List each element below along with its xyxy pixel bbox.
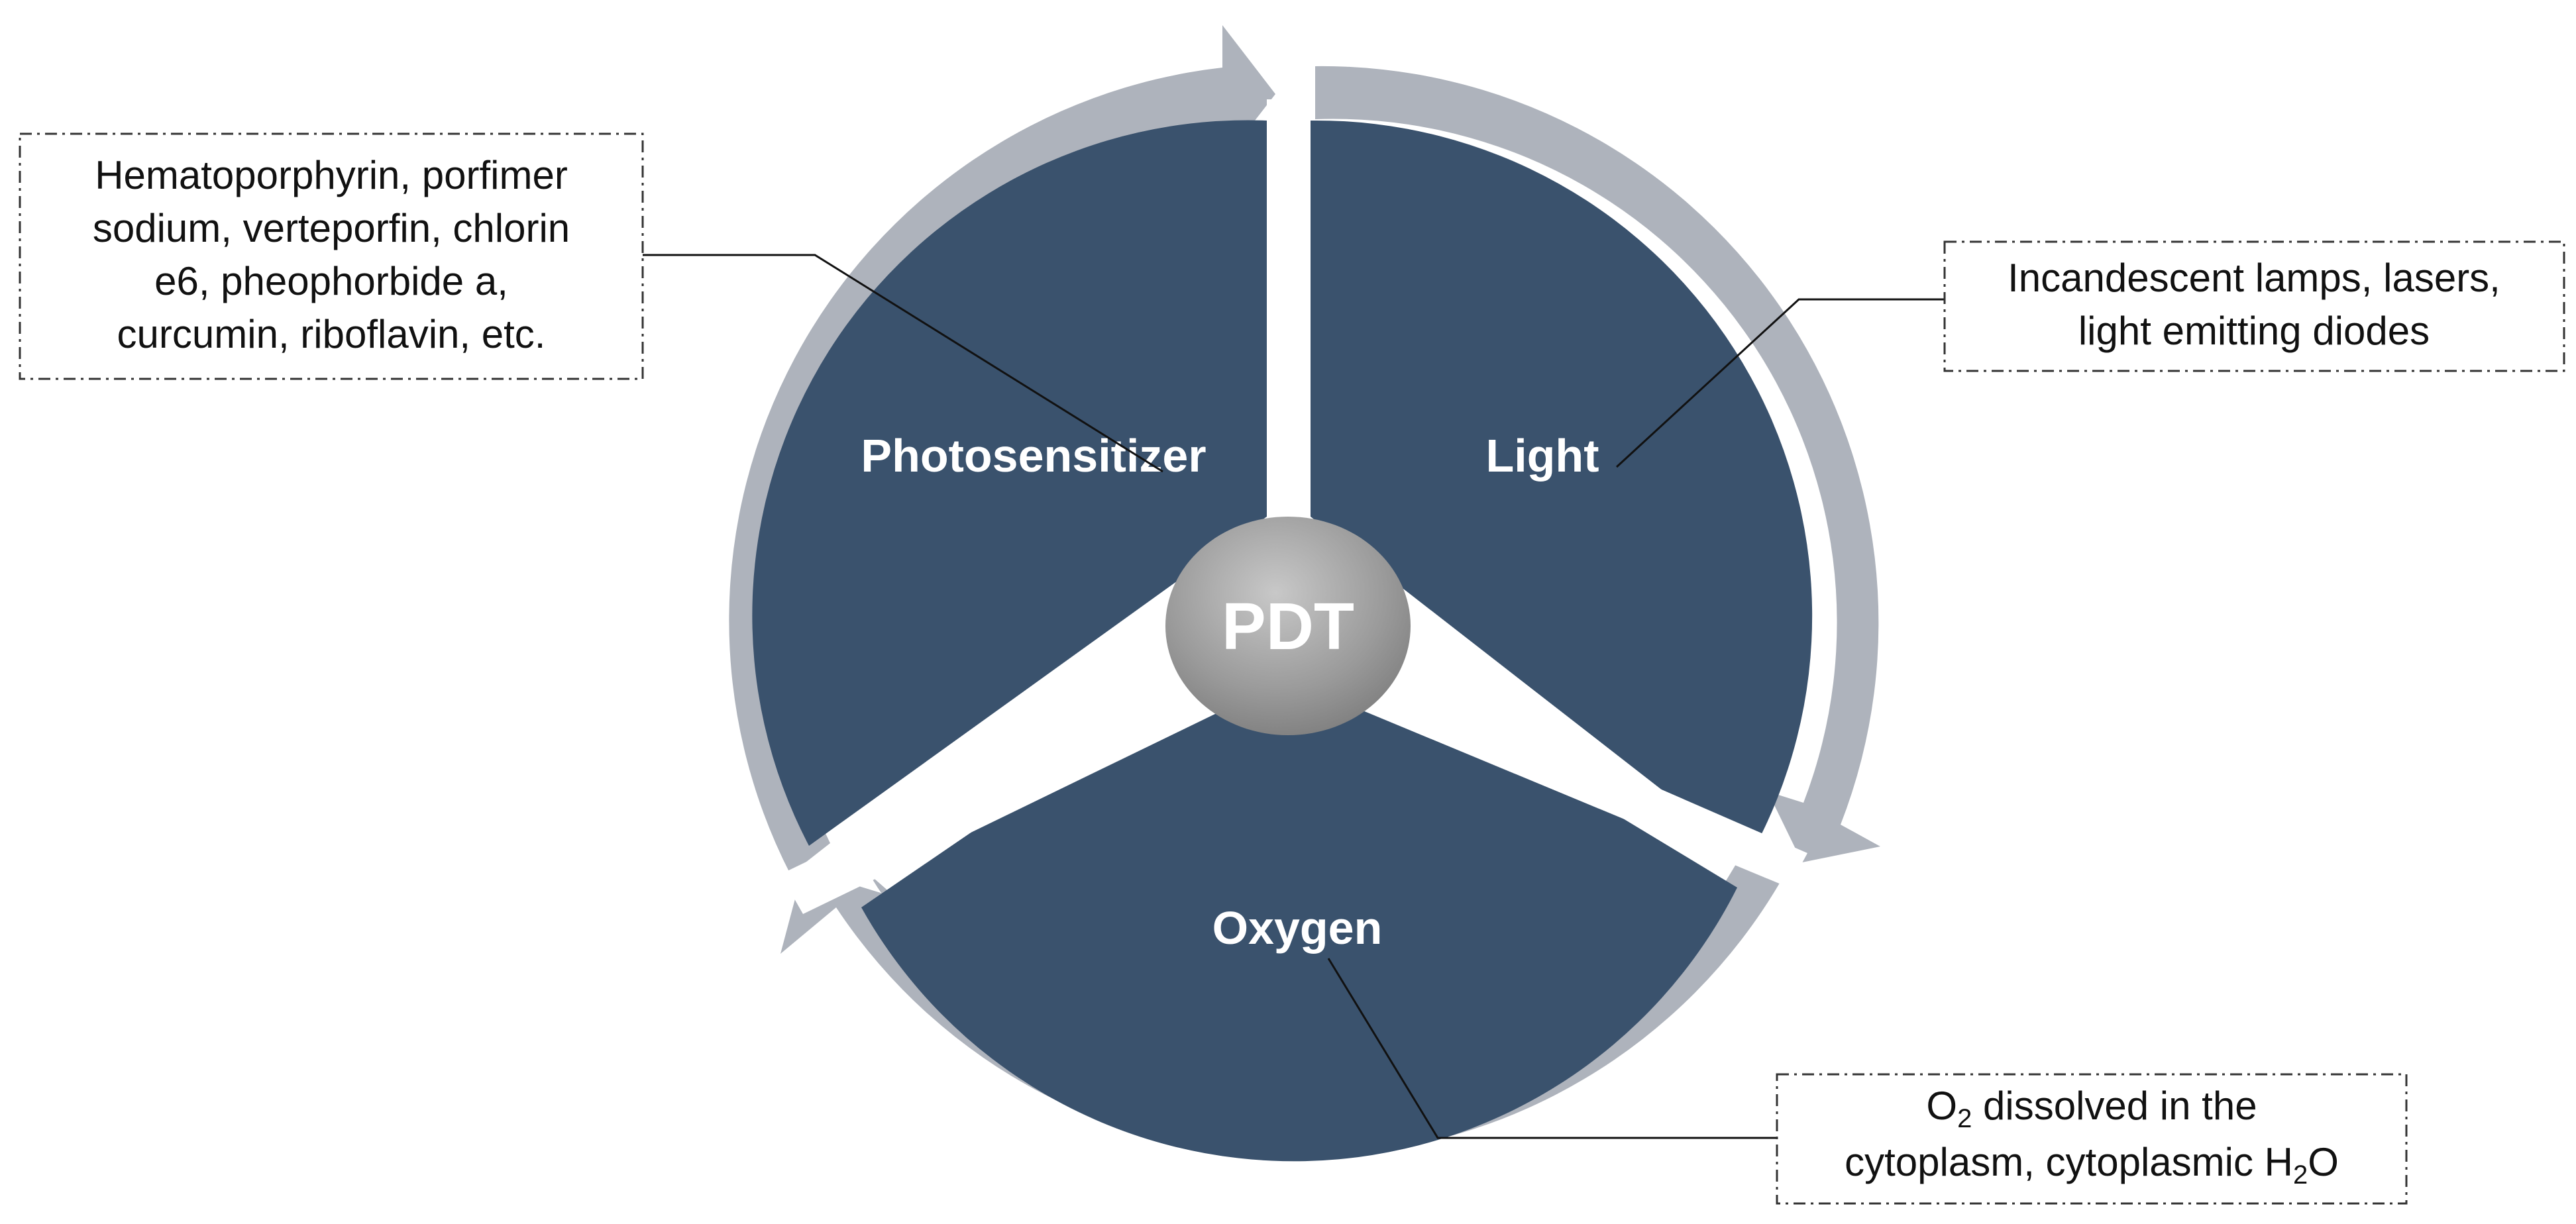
note-photosensitizer-line-1: Hematoporphyrin, porfimer: [95, 153, 568, 197]
note-light: Incandescent lamps, lasers, light emitti…: [1943, 240, 2565, 372]
divider-lower-left: [780, 676, 1219, 914]
pdt-sectors: [752, 120, 1813, 1162]
leader-photosensitizer: [643, 254, 1163, 473]
note-oxygen-line-1-sub: 2: [1957, 1104, 1972, 1133]
leader-light: [1615, 298, 1945, 468]
note-oxygen-line-2-post: O: [2308, 1140, 2339, 1184]
pdt-center-label: PDT: [1222, 589, 1354, 664]
note-oxygen-line-1-pre: O: [1926, 1084, 1957, 1128]
divider-lower-right: [1358, 669, 1807, 888]
note-box-oxygen: [1776, 1073, 2408, 1205]
ring-segment-right: [1315, 66, 1880, 863]
leader-oxygen: [1327, 958, 1777, 1139]
sector-oxygen: [861, 616, 1737, 1162]
pdt-center-oval: [1165, 517, 1411, 735]
note-oxygen-line-1: O2 dissolved in the: [1926, 1084, 2257, 1133]
sector-label-light: Light: [1485, 430, 1599, 482]
note-oxygen-line-2: cytoplasm, cytoplasmic H2O: [1845, 1140, 2339, 1190]
note-light-line-1: Incandescent lamps, lasers,: [2008, 256, 2500, 300]
note-photosensitizer-line-3: e6, pheophorbide a,: [154, 259, 508, 303]
divider-vertical: [1267, 99, 1311, 596]
note-photosensitizer-line-4: curcumin, riboflavin, etc.: [117, 312, 546, 356]
sector-light: [1311, 120, 1813, 858]
note-oxygen-line-2-pre: cytoplasm, cytoplasmic H: [1845, 1140, 2293, 1184]
sector-dividers: [780, 99, 1807, 914]
note-photosensitizer: Hematoporphyrin, porfimer sodium, vertep…: [19, 132, 644, 380]
leader-lines: [643, 254, 1945, 1139]
note-oxygen: O2 dissolved in the cytoplasm, cytoplasm…: [1776, 1073, 2408, 1205]
note-photosensitizer-line-2: sodium, verteporfin, chlorin: [93, 206, 570, 250]
note-light-line-2: light emitting diodes: [2078, 309, 2430, 353]
note-box-photosensitizer: [19, 132, 644, 380]
note-oxygen-line-2-sub: 2: [2293, 1160, 2308, 1190]
pdt-center: PDT: [1165, 517, 1411, 735]
note-box-light: [1943, 240, 2565, 372]
note-oxygen-line-1-post: dissolved in the: [1972, 1084, 2257, 1128]
sector-photosensitizer: [752, 120, 1267, 846]
sector-label-oxygen: Oxygen: [1212, 902, 1383, 954]
sector-label-photosensitizer: Photosensitizer: [861, 430, 1206, 482]
